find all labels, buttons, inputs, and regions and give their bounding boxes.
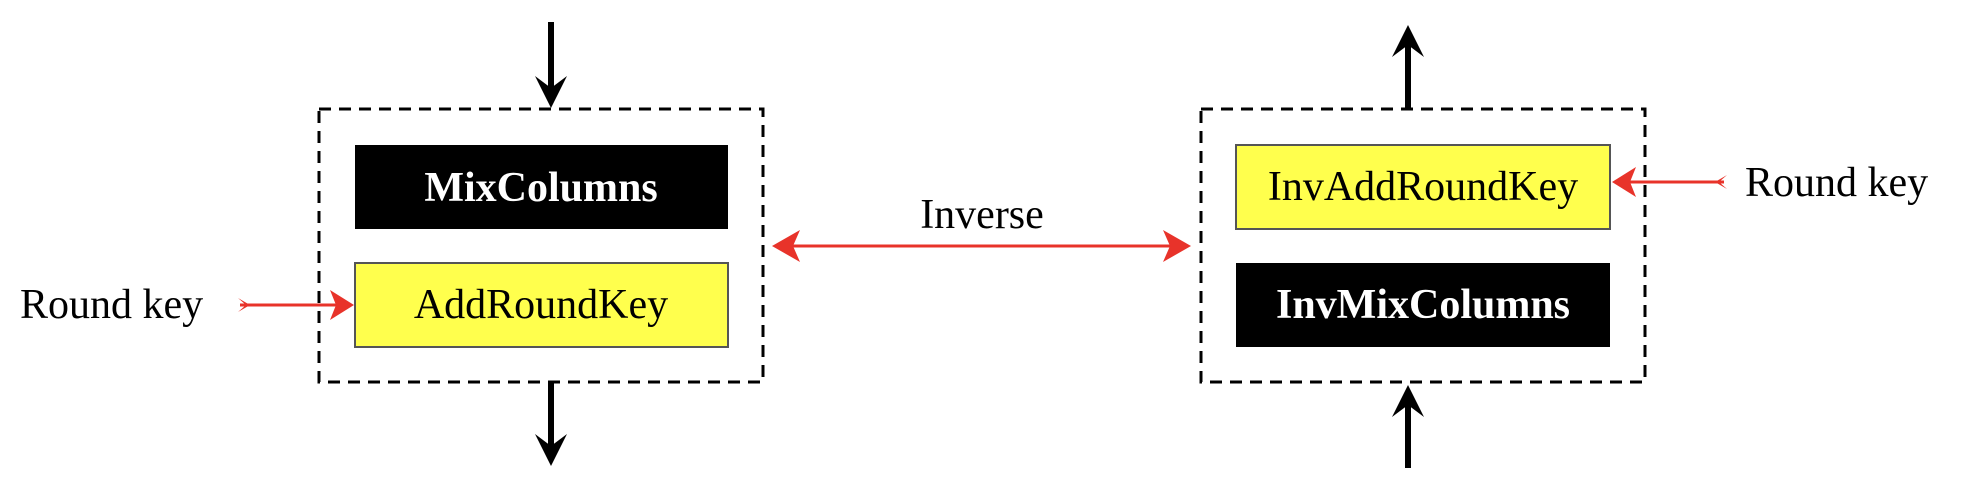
input-up-arrow [1392,385,1424,468]
output-arrow [535,382,567,466]
addroundkey-label: AddRoundKey [414,282,668,328]
addroundkey-box: AddRoundKey [354,262,729,348]
encryption-block: MixColumns AddRoundKey Round key [20,22,765,466]
mixcolumns-label: MixColumns [424,165,657,211]
decryption-dashed-frame [1199,107,1647,384]
invmixcolumns-box: InvMixColumns [1236,263,1610,347]
left-round-key-label: Round key [20,282,203,328]
right-round-key-label: Round key [1745,160,1928,206]
mixcolumns-box: MixColumns [355,145,728,229]
invaddroundkey-box: InvAddRoundKey [1235,144,1611,230]
output-up-arrow [1392,25,1424,109]
invaddroundkey-label: InvAddRoundKey [1268,164,1578,210]
input-arrow [535,22,567,108]
right-round-key-arrow [1612,167,1727,197]
decryption-block: InvAddRoundKey InvMixColumns Round key [1199,25,1928,468]
encryption-dashed-frame [317,107,765,384]
left-round-key-arrow [238,290,354,320]
inverse-relation: Inverse [772,192,1191,262]
invmixcolumns-label: InvMixColumns [1276,282,1570,328]
inverse-label: Inverse [920,192,1044,238]
